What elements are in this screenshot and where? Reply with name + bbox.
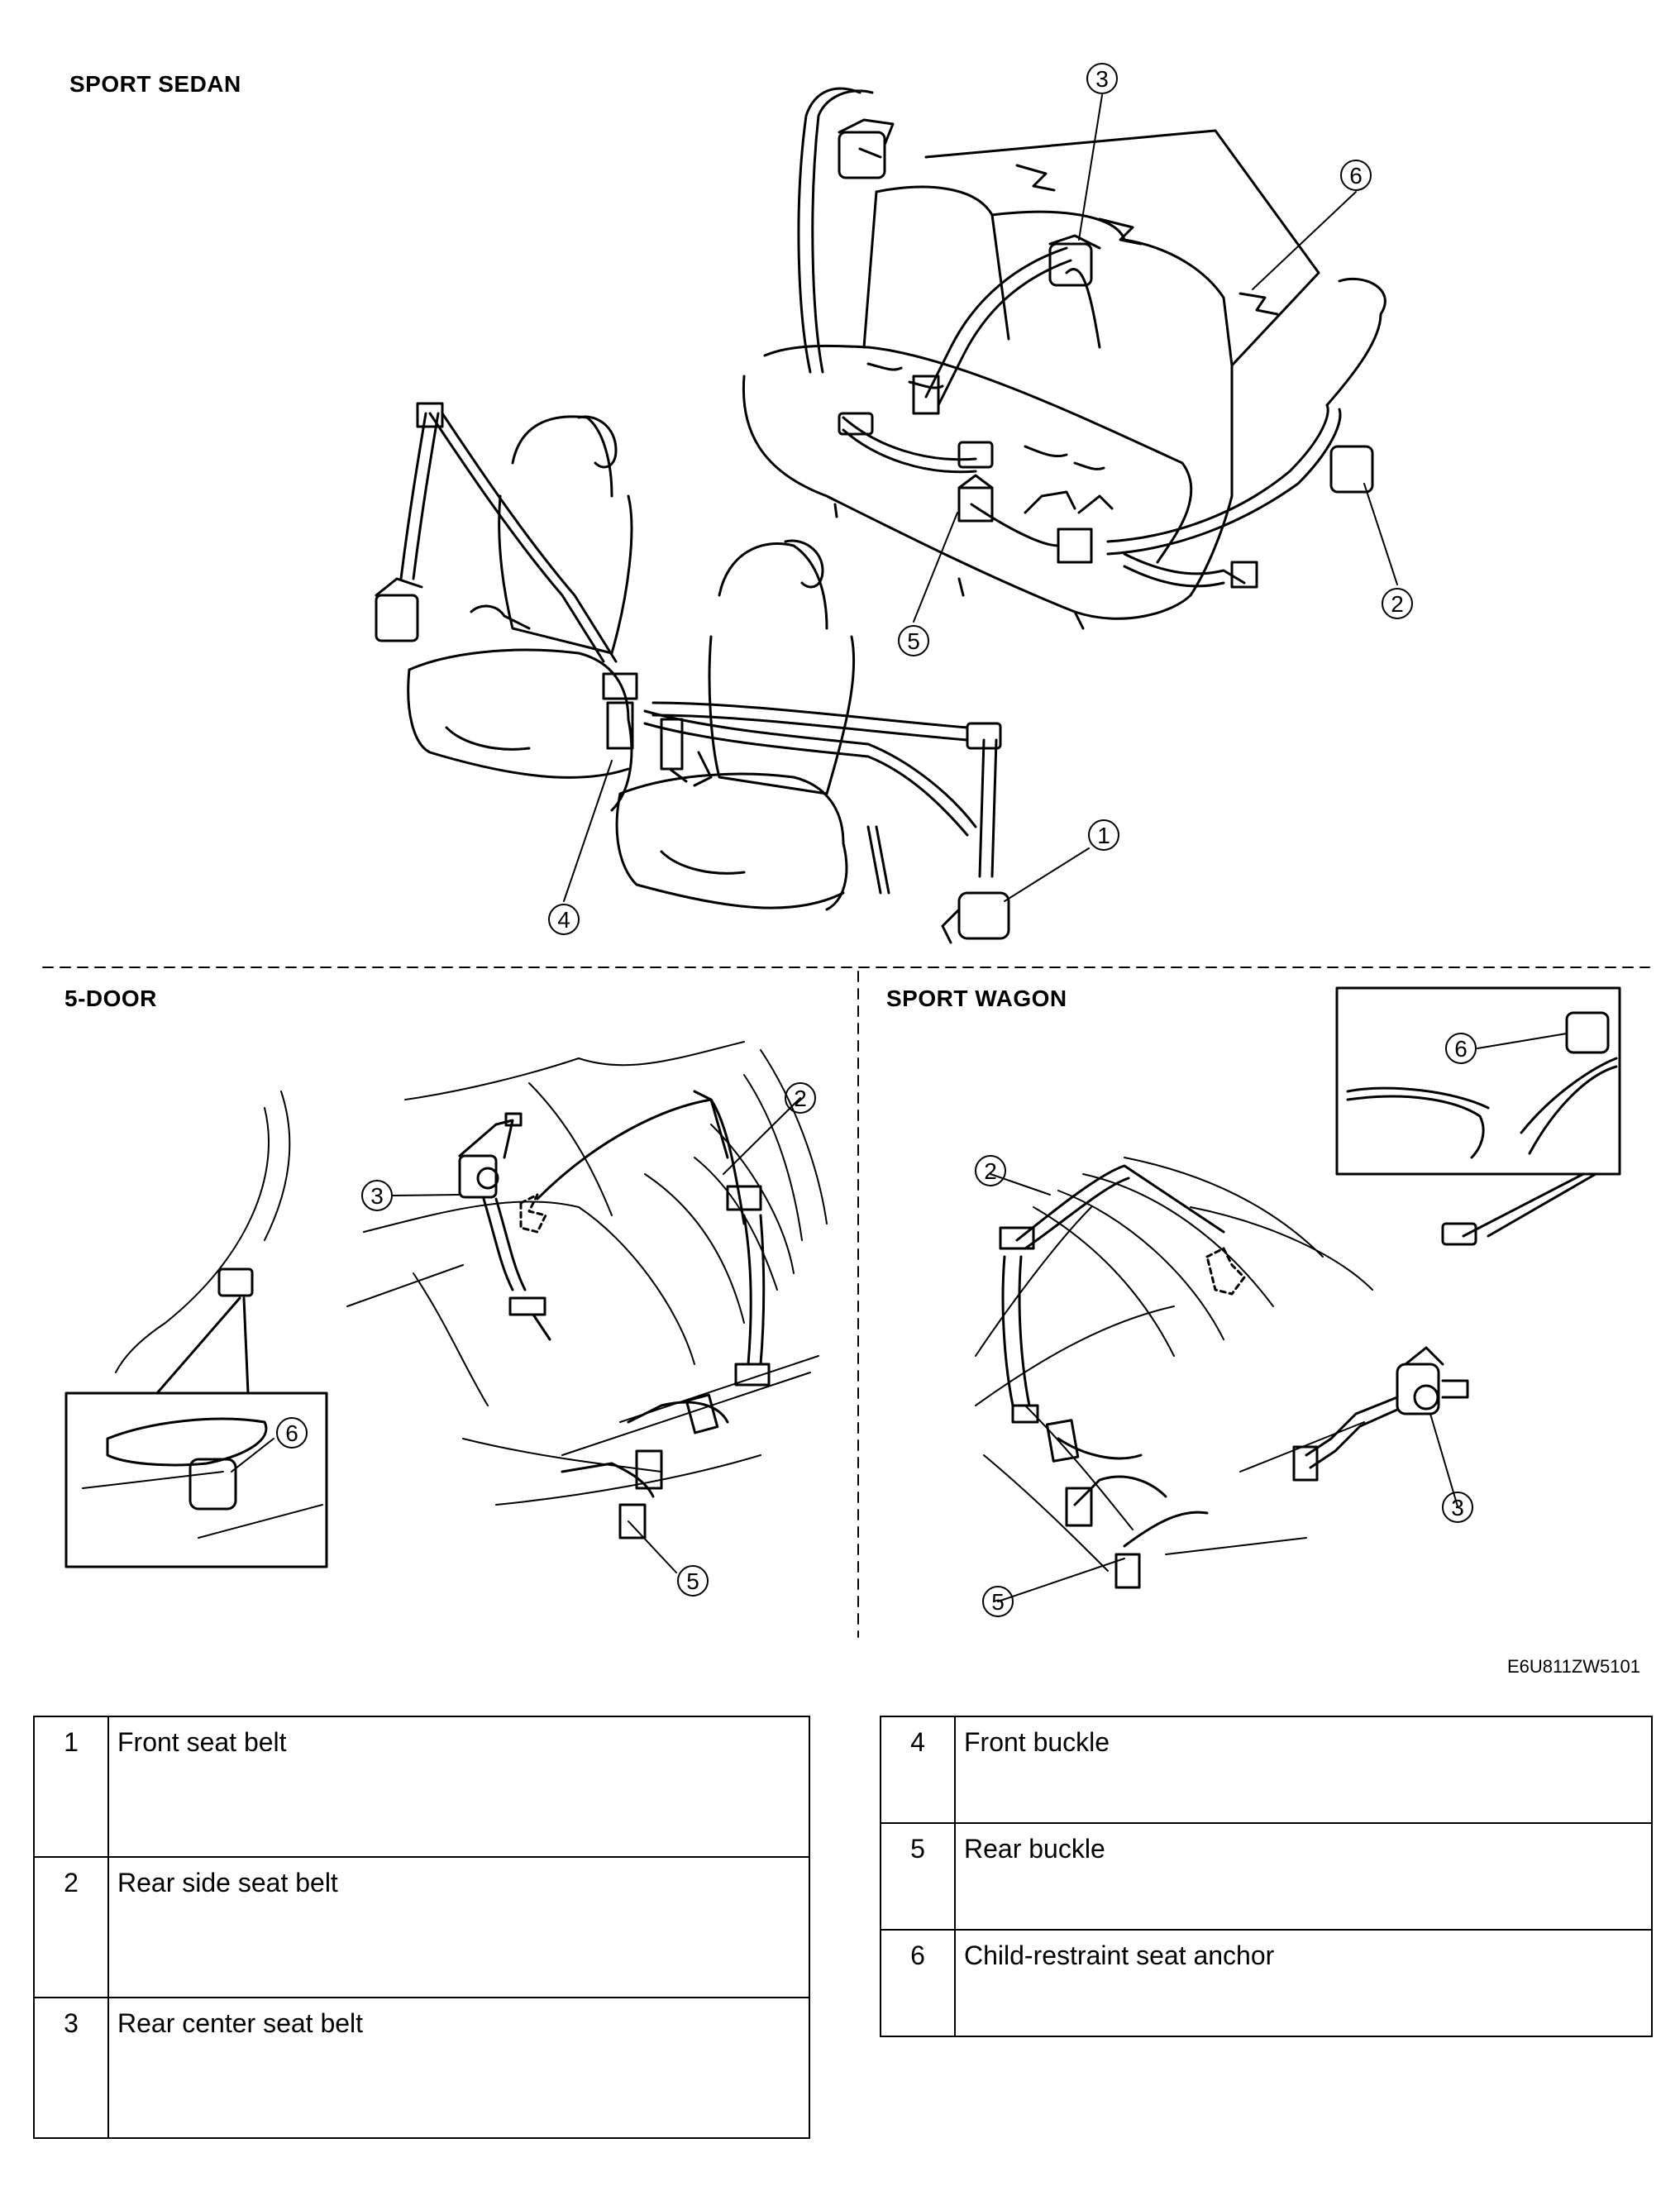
callout-labels: 3 6 2 5 1 4 2 3 6 5 2 3 5 6 xyxy=(285,66,1468,1615)
callout-6-5-door: 6 xyxy=(285,1420,298,1446)
callout-5-sedan: 5 xyxy=(907,628,920,654)
section-title-sport-sedan: SPORT SEDAN xyxy=(69,71,241,97)
front-seat-left xyxy=(407,415,633,812)
legend-table-right: 4 Front buckle 5 Rear buckle 6 Child-res… xyxy=(880,1716,1653,2037)
section-title-5-door: 5-DOOR xyxy=(64,986,157,1011)
interior-5-door xyxy=(115,1041,828,1506)
legend-label: Child-restraint seat anchor xyxy=(954,1929,1653,2037)
callout-2-5-door: 2 xyxy=(794,1086,807,1111)
callout-3-sedan: 3 xyxy=(1095,66,1109,92)
callout-3-5-door: 3 xyxy=(370,1183,384,1209)
drawing-code: E6U811ZW5101 xyxy=(1506,1656,1640,1677)
callout-1-sedan: 1 xyxy=(1097,823,1110,848)
legend-number: 3 xyxy=(33,1997,109,2139)
legend-label: Front seat belt xyxy=(107,1716,810,1858)
callout-5-wagon: 5 xyxy=(991,1589,1005,1615)
legend-row: 3 Rear center seat belt xyxy=(33,1997,810,2139)
callout-4-sedan: 4 xyxy=(557,907,570,933)
legend-row: 6 Child-restraint seat anchor xyxy=(880,1929,1653,2037)
legend-number: 2 xyxy=(33,1856,109,1998)
callout-3-wagon: 3 xyxy=(1451,1495,1464,1520)
belts-sport-wagon xyxy=(999,1164,1469,1589)
front-seat-right xyxy=(615,539,856,911)
legend-label: Front buckle xyxy=(954,1716,1653,1824)
interior-sport-wagon xyxy=(975,1157,1373,1572)
legend-label: Rear side seat belt xyxy=(107,1856,810,1998)
legend-table-left: 1 Front seat belt 2 Rear side seat belt … xyxy=(33,1716,810,2139)
legend-row: 1 Front seat belt xyxy=(33,1716,810,1858)
front-belts xyxy=(375,402,1010,944)
legend-row: 2 Rear side seat belt xyxy=(33,1856,810,1998)
callout-2-wagon: 2 xyxy=(984,1158,997,1184)
anchor-inset-5-door xyxy=(64,1267,328,1568)
leader-lines xyxy=(231,94,1568,1602)
legend-label: Rear center seat belt xyxy=(107,1997,810,2139)
anchor-inset-sport-wagon xyxy=(1335,986,1621,1246)
callout-6-wagon: 6 xyxy=(1454,1036,1468,1062)
legend-number: 1 xyxy=(33,1716,109,1858)
legend-number: 5 xyxy=(880,1822,956,1931)
rear-belts-sedan xyxy=(797,87,1386,589)
rear-seat-sedan xyxy=(742,129,1320,630)
callout-2-sedan: 2 xyxy=(1391,591,1404,617)
callout-5-5-door: 5 xyxy=(686,1568,699,1594)
section-title-sport-wagon: SPORT WAGON xyxy=(886,986,1067,1011)
section-divider xyxy=(42,967,1650,1638)
callout-6-sedan: 6 xyxy=(1349,163,1363,189)
seat-belt-diagram: 3 6 2 5 1 4 2 3 6 5 2 3 5 6 xyxy=(42,63,1650,1638)
legend-label: Rear buckle xyxy=(954,1822,1653,1931)
legend-number: 4 xyxy=(880,1716,956,1824)
legend-row: 5 Rear buckle xyxy=(880,1822,1653,1931)
callout-circles xyxy=(276,63,1477,1617)
legend-row: 4 Front buckle xyxy=(880,1716,1653,1824)
belts-5-door xyxy=(458,1090,771,1539)
legend-number: 6 xyxy=(880,1929,956,2037)
